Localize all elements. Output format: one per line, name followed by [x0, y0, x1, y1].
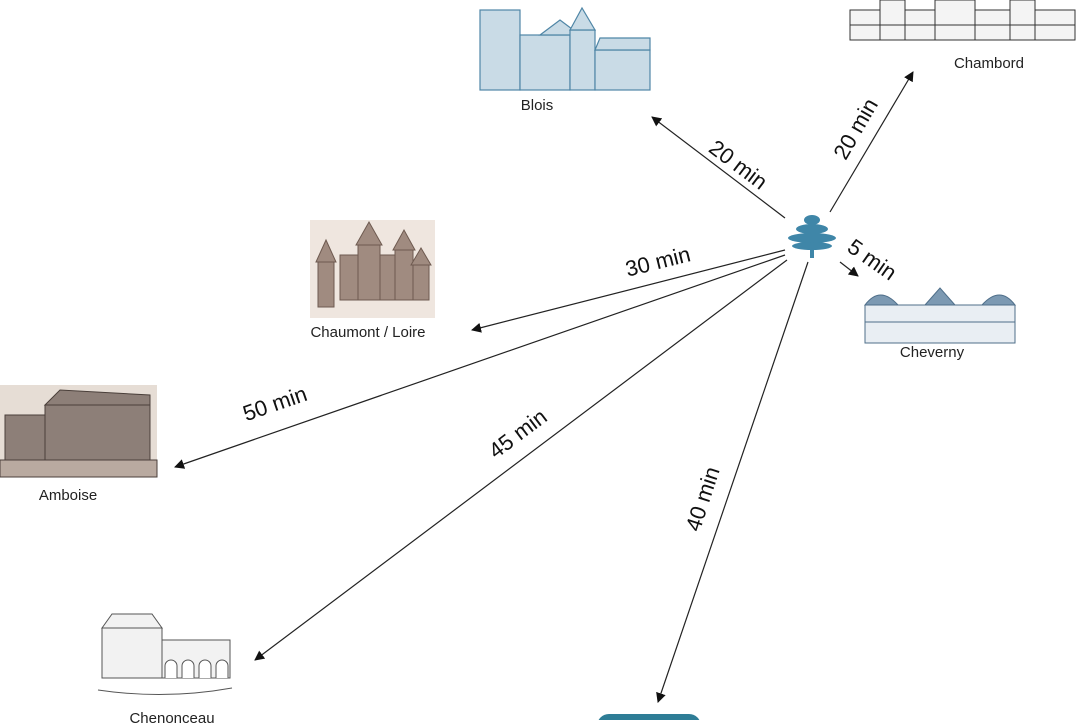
- label-chenonceau: Chenonceau: [129, 710, 215, 727]
- arrow-chaumont: [471, 249, 786, 333]
- chaumont-castle-image: [310, 220, 435, 318]
- cheverny-castle-image: [863, 287, 1017, 344]
- amboise-castle-image: [0, 385, 158, 478]
- label-cheverny: Cheverny: [899, 344, 965, 361]
- arrow-bottom: [656, 261, 809, 703]
- label-chaumont: Chaumont / Loire: [310, 324, 426, 341]
- cedar-tree-icon: [788, 215, 836, 258]
- arrow-cheverny: [839, 261, 859, 277]
- chenonceau-castle-image: [97, 613, 233, 696]
- chambord-castle-image: [849, 0, 1076, 41]
- destination-box-bottom: [598, 714, 700, 720]
- arrow-amboise: [174, 254, 786, 469]
- label-chambord: Chambord: [953, 55, 1025, 72]
- arrow-blois: [651, 116, 786, 219]
- label-amboise: Amboise: [38, 487, 98, 504]
- arrow-chenonceau: [254, 259, 788, 661]
- label-blois: Blois: [520, 97, 554, 114]
- arrow-chambord: [829, 71, 914, 213]
- blois-castle-image: [479, 6, 651, 91]
